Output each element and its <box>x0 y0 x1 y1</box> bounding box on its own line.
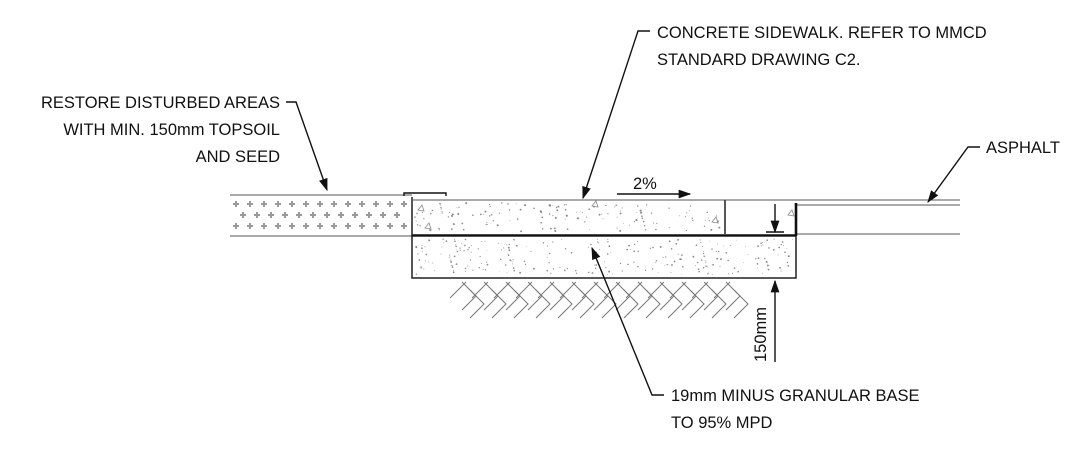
topsoil-mark <box>380 212 386 218</box>
topsoil-mark <box>261 201 267 207</box>
topsoil-mark <box>366 212 372 218</box>
topsoil-pattern <box>233 201 407 229</box>
restore-leader <box>286 101 328 192</box>
asphalt-label: ASPHALT <box>986 139 1060 157</box>
topsoil-mark <box>359 201 365 207</box>
topsoil-mark <box>247 201 253 207</box>
topsoil-mark <box>233 201 239 207</box>
slope-label: 2% <box>633 175 657 193</box>
topsoil-mark <box>387 223 393 229</box>
topsoil-mark <box>373 201 379 207</box>
topsoil-mark <box>275 201 281 207</box>
topsoil-mark <box>345 223 351 229</box>
restore-note-line-3: AND SEED <box>196 148 280 166</box>
granular-base-note: 19mm MINUS GRANULAR BASE TO 95% MPD <box>591 246 919 432</box>
topsoil-mark <box>261 223 267 229</box>
topsoil-mark <box>373 223 379 229</box>
topsoil-mark <box>282 212 288 218</box>
slope-indicator: 2% <box>617 175 692 199</box>
topsoil-mark <box>394 212 400 218</box>
subgrade-hatch <box>449 281 749 319</box>
base-thickness-dimension: 150mm <box>752 279 780 362</box>
sidewalk-note-line-2: STANDARD DRAWING C2. <box>657 51 861 69</box>
concrete-sidewalk-slab <box>411 197 797 236</box>
granular-base-pattern <box>415 238 793 276</box>
topsoil-mark <box>289 201 295 207</box>
granular-base-leader <box>591 246 664 396</box>
topsoil-area <box>230 194 412 237</box>
topsoil-mark <box>303 201 309 207</box>
topsoil-mark <box>233 223 239 229</box>
restore-note-line-2: WITH MIN. 150mm TOPSOIL <box>63 121 280 139</box>
topsoil-mark <box>268 212 274 218</box>
concrete-sidewalk-note: CONCRETE SIDEWALK. REFER TO MMCD STANDAR… <box>582 24 987 200</box>
topsoil-mark <box>401 223 407 229</box>
restore-topsoil-note: RESTORE DISTURBED AREAS WITH MIN. 150mm … <box>41 94 328 192</box>
slab-thickness-mark <box>766 204 784 234</box>
topsoil-mark <box>324 212 330 218</box>
asphalt-note: ASPHALT <box>927 139 1060 204</box>
topsoil-mark <box>401 201 407 207</box>
asphalt-leader <box>927 146 980 204</box>
granular-base <box>411 235 797 279</box>
sidewalk-leader <box>582 30 650 200</box>
topsoil-mark <box>310 212 316 218</box>
topsoil-mark <box>296 212 302 218</box>
topsoil-mark <box>317 223 323 229</box>
topsoil-mark <box>345 201 351 207</box>
topsoil-mark <box>331 201 337 207</box>
topsoil-mark <box>338 212 344 218</box>
base-note-line-2: TO 95% MPD <box>671 414 773 432</box>
topsoil-mark <box>289 223 295 229</box>
base-note-line-1: 19mm MINUS GRANULAR BASE <box>671 387 919 405</box>
sidewalk-note-line-1: CONCRETE SIDEWALK. REFER TO MMCD <box>657 24 987 42</box>
topsoil-mark <box>254 212 260 218</box>
concrete-aggregate-pattern <box>414 200 795 233</box>
topsoil-mark <box>240 212 246 218</box>
topsoil-mark <box>275 223 281 229</box>
topsoil-mark <box>247 223 253 229</box>
topsoil-mark <box>352 212 358 218</box>
topsoil-mark <box>317 201 323 207</box>
restore-note-line-1: RESTORE DISTURBED AREAS <box>41 94 280 112</box>
asphalt-area <box>725 199 960 236</box>
dimension-label: 150mm <box>752 307 770 362</box>
topsoil-mark <box>303 223 309 229</box>
topsoil-mark <box>359 223 365 229</box>
sidewalk-edge-lip <box>403 192 447 196</box>
topsoil-mark <box>331 223 337 229</box>
topsoil-mark <box>387 201 393 207</box>
